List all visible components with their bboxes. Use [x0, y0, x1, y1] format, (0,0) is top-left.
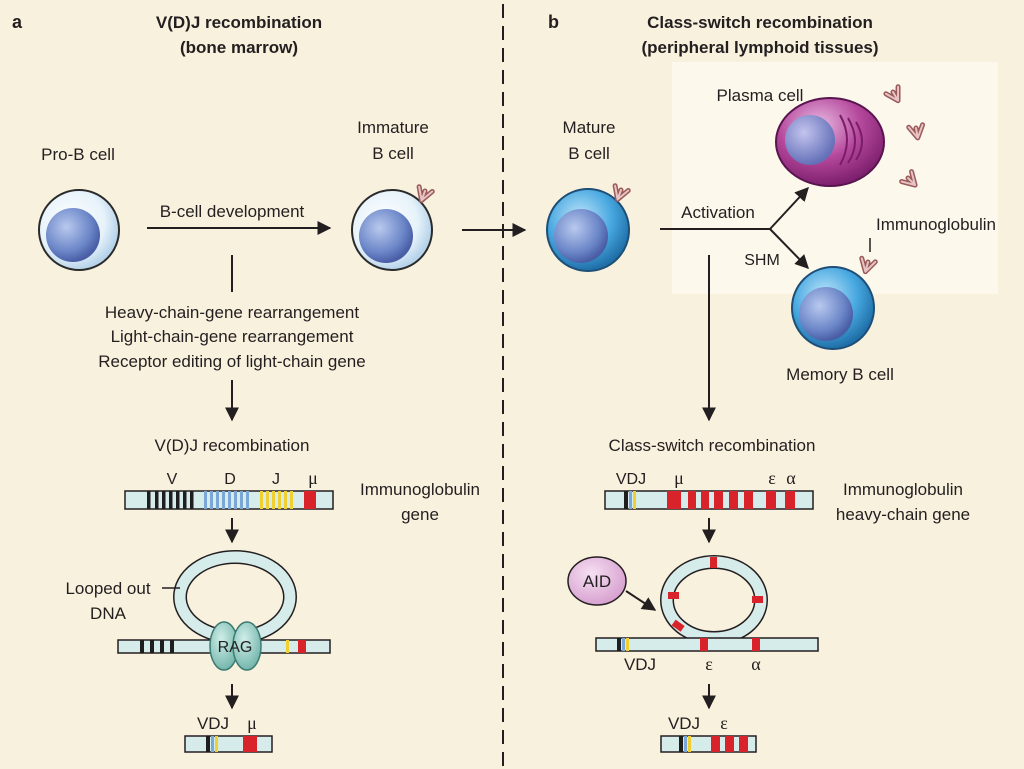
immature-b-cell-label-2: B cell — [372, 144, 414, 163]
rag-complex — [209, 621, 262, 671]
aid-label: AID — [583, 572, 611, 591]
memory-b-cell-label: Memory B cell — [786, 365, 894, 384]
mature-b-cell-label-2: B cell — [568, 144, 610, 163]
mature-b-cell — [546, 186, 629, 272]
gene-alpha-label: α — [786, 468, 796, 488]
panel-b-letter: b — [548, 12, 559, 32]
result-mu-a: μ — [247, 713, 257, 733]
vdj-recombination-label: V(D)J recombination — [155, 436, 310, 455]
immature-b-cell-label-1: Immature — [357, 118, 429, 137]
loop-epsilon-label: ε — [705, 654, 713, 674]
pro-b-cell — [38, 189, 120, 271]
rearrangement-step-3: Receptor editing of light-chain gene — [98, 352, 365, 371]
panel-a-letter: a — [12, 12, 23, 32]
immunoglobulin-gene-a — [124, 490, 334, 510]
gene-label-b-1: Immunoglobulin — [843, 480, 963, 499]
immature-b-cell — [351, 187, 432, 271]
activation-to-memory-arrow — [769, 228, 809, 270]
panel-b-subtitle: (peripheral lymphoid tissues) — [641, 38, 878, 57]
immunoglobulin-label: Immunoglobulin — [876, 215, 996, 234]
gene-mu-label: μ — [674, 468, 684, 488]
rearranged-gene-a — [184, 735, 273, 753]
rearrangement-step-1: Heavy-chain-gene rearrangement — [105, 303, 359, 322]
panel-a: a V(D)J recombination (bone marrow) Pro-… — [12, 12, 480, 753]
csr-label: Class-switch recombination — [609, 436, 816, 455]
result-vdj-b: VDJ — [668, 714, 700, 733]
rearrangement-step-2: Light-chain-gene rearrangement — [111, 327, 354, 346]
segment-label-d: D — [224, 471, 236, 488]
mature-b-cell-label-1: Mature — [563, 118, 616, 137]
aid-arrow — [625, 590, 657, 611]
segment-label-mu: μ — [308, 468, 318, 488]
plasma-cell-label: Plasma cell — [717, 86, 804, 105]
shm-label: SHM — [744, 252, 780, 269]
gene-label-a-1: Immunoglobulin — [360, 480, 480, 499]
result-vdj-a: VDJ — [197, 714, 229, 733]
loop-vdj-label: VDJ — [624, 655, 656, 674]
looped-out-label-2: DNA — [90, 604, 127, 623]
segment-label-j: J — [272, 471, 280, 488]
gene-label-a-2: gene — [401, 505, 439, 524]
activation-to-plasma-arrow — [769, 186, 809, 230]
panel-b: b Class-switch recombination (peripheral… — [546, 12, 996, 753]
rag-label: RAG — [218, 639, 253, 656]
activation-label: Activation — [681, 203, 755, 222]
panel-a-title: V(D)J recombination — [156, 13, 322, 32]
switch-loop — [595, 555, 819, 652]
switched-gene-b — [660, 735, 757, 753]
heavy-chain-gene — [604, 490, 814, 510]
b-cell-development-label: B-cell development — [160, 202, 305, 221]
gene-vdj-label: VDJ — [616, 471, 646, 488]
aid-enzyme — [567, 556, 627, 606]
segment-label-v: V — [167, 471, 178, 488]
panel-b-title: Class-switch recombination — [647, 13, 873, 32]
memory-b-cell — [791, 258, 875, 350]
loop-alpha-label: α — [751, 654, 761, 674]
gene-label-b-2: heavy-chain gene — [836, 505, 970, 524]
panel-a-subtitle: (bone marrow) — [180, 38, 298, 57]
result-epsilon-b: ε — [720, 713, 728, 733]
pro-b-cell-label: Pro-B cell — [41, 145, 115, 164]
gene-epsilon-label: ε — [768, 468, 776, 488]
plasma-cell — [775, 97, 885, 187]
looped-out-label-1: Looped out — [65, 579, 150, 598]
